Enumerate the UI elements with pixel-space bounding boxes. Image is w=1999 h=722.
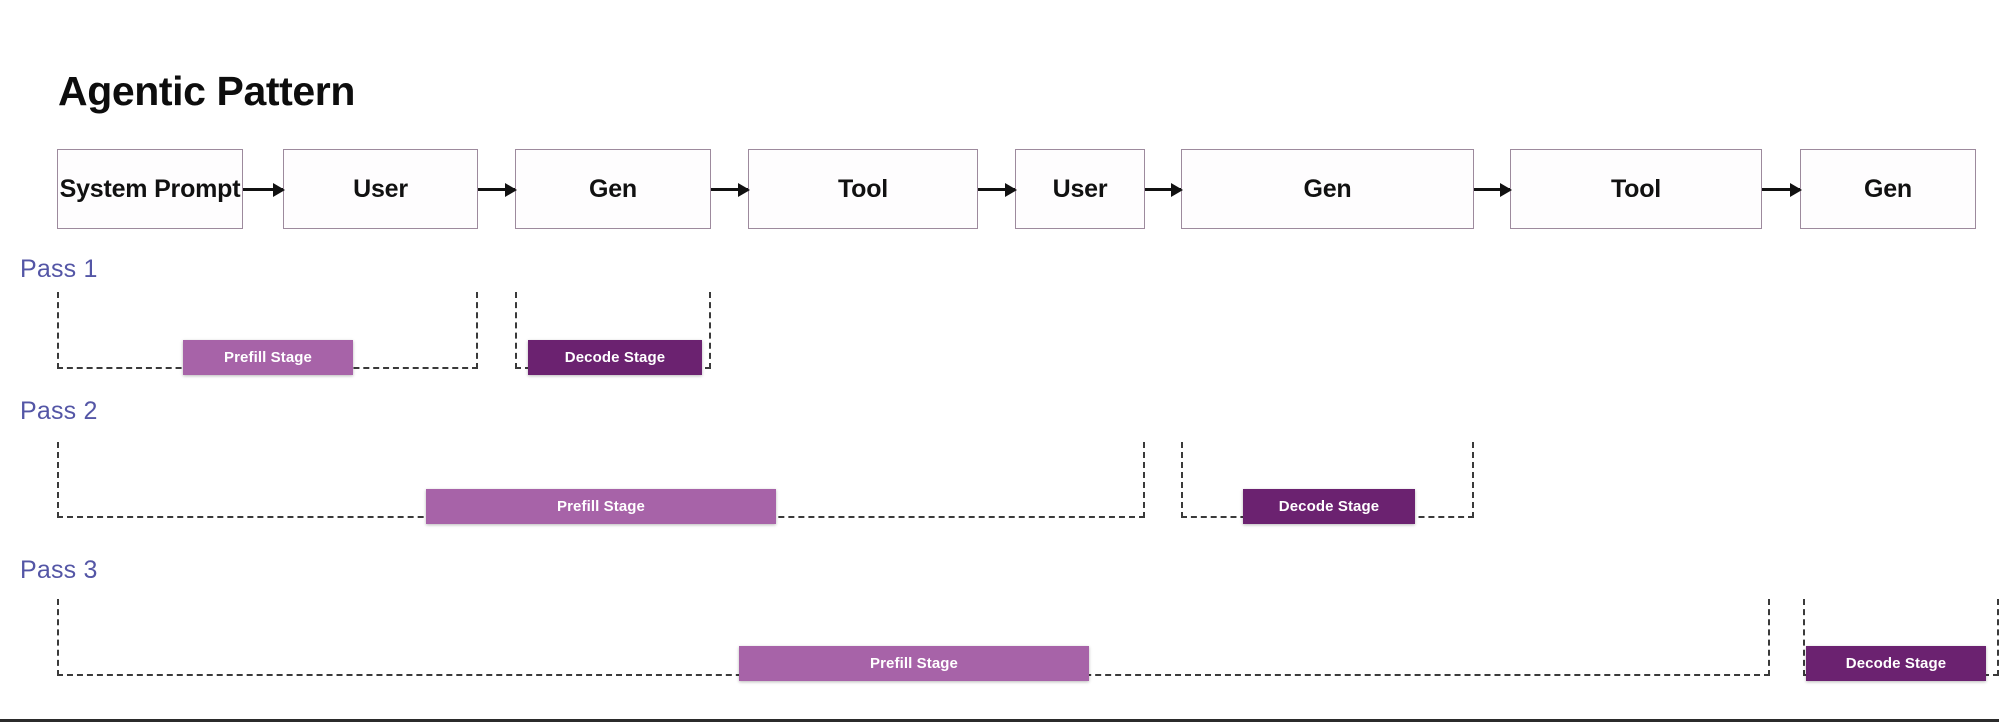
right-arrow-icon [243,182,285,197]
page-title: Agentic Pattern [58,68,355,114]
pipeline-box-label: Tool [1610,174,1662,203]
pipeline-box-label: System Prompt [59,174,241,203]
pipeline-box-system-prompt[interactable]: System Prompt [57,149,243,229]
pipeline-box-gen[interactable]: Gen [1800,149,1976,229]
stage-bar-label: Decode Stage [564,349,666,366]
pipeline-box-tool[interactable]: Tool [748,149,978,229]
pipeline-box-user[interactable]: User [1015,149,1145,229]
prefill-stage-bar[interactable]: Prefill Stage [739,646,1089,681]
pipeline-box-user[interactable]: User [283,149,478,229]
pass-row-2: Pass 2 Prefill Stage Decode Stage [0,392,1999,542]
pipeline-box-label: Tool [837,174,889,203]
decode-stage-bar[interactable]: Decode Stage [1806,646,1986,681]
pipeline-box-tool[interactable]: Tool [1510,149,1762,229]
pass-label-1: Pass 1 [20,255,98,283]
right-arrow-icon [1474,182,1512,197]
stage-bar-label: Prefill Stage [224,349,312,366]
prefill-stage-bar[interactable]: Prefill Stage [426,489,776,524]
pipeline-box-label: Gen [588,174,638,203]
stage-bar-label: Prefill Stage [870,655,958,672]
stage-bar-label: Decode Stage [1278,498,1380,515]
pipeline-box-label: Gen [1863,174,1913,203]
stage-bar-label: Prefill Stage [557,498,645,515]
right-arrow-icon [1762,182,1802,197]
decode-stage-bar[interactable]: Decode Stage [1243,489,1415,524]
stage-bar-label: Decode Stage [1845,655,1947,672]
right-arrow-icon [478,182,517,197]
right-arrow-icon [978,182,1017,197]
pipeline-box-gen[interactable]: Gen [1181,149,1474,229]
decode-stage-bar[interactable]: Decode Stage [528,340,702,375]
prefill-stage-bar[interactable]: Prefill Stage [183,340,353,375]
pass-label-2: Pass 2 [20,397,98,425]
pipeline-box-label: User [1052,174,1108,203]
pass-label-3: Pass 3 [20,556,98,584]
pass-row-3: Pass 3 Prefill Stage Decode Stage [0,551,1999,701]
pipeline-box-label: User [353,174,408,203]
right-arrow-icon [1145,182,1183,197]
pass-row-1: Pass 1 Prefill Stage Decode Stage [0,250,1999,400]
pipeline-box-gen[interactable]: Gen [515,149,711,229]
right-arrow-icon [711,182,750,197]
pipeline-box-label: Gen [1303,174,1352,203]
pipeline-sequence: System Prompt User Gen Tool User Gen Tool Gen [0,149,1999,229]
